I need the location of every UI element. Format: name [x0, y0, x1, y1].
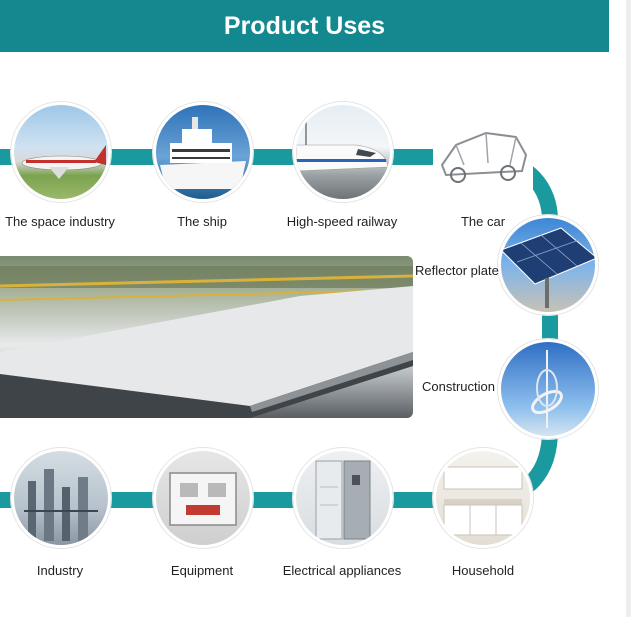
label-electrical-appliances: Electrical appliances	[282, 563, 402, 578]
circle-electrical-appliances	[293, 448, 393, 548]
aluminum-sheets-photo	[0, 256, 413, 418]
circle-industry	[11, 448, 111, 548]
airplane-icon	[21, 145, 106, 179]
machine-icon	[169, 472, 237, 526]
label-railway: High-speed railway	[286, 214, 398, 229]
car-frame-icon	[440, 131, 528, 183]
solar-panel-icon	[501, 227, 595, 308]
page-edge	[626, 0, 631, 617]
sculpture-icon	[531, 350, 563, 428]
kitchen-icon	[443, 466, 523, 536]
label-car: The car	[460, 214, 506, 229]
circle-construction	[498, 339, 598, 439]
label-construction: Construction	[422, 379, 495, 394]
refrigerator-icon	[315, 460, 371, 540]
circle-equipment	[153, 448, 253, 548]
train-icon	[296, 115, 389, 172]
ship-icon	[160, 117, 246, 189]
label-industry: Industry	[36, 563, 84, 578]
circle-reflector-plate	[498, 215, 598, 315]
circle-space-industry	[11, 102, 111, 202]
label-space-industry: The space industry	[5, 214, 115, 229]
label-equipment: Equipment	[170, 563, 234, 578]
label-ship: The ship	[177, 214, 227, 229]
circle-ship	[153, 102, 253, 202]
page-title: Product Uses	[223, 11, 386, 40]
circle-railway	[293, 102, 393, 202]
label-reflector-plate: Reflector plate	[415, 263, 499, 278]
circle-car	[433, 112, 533, 198]
refinery-icon	[24, 469, 98, 541]
label-household: Household	[451, 563, 515, 578]
circle-household	[433, 448, 533, 548]
header-banner: Product Uses	[0, 0, 609, 52]
